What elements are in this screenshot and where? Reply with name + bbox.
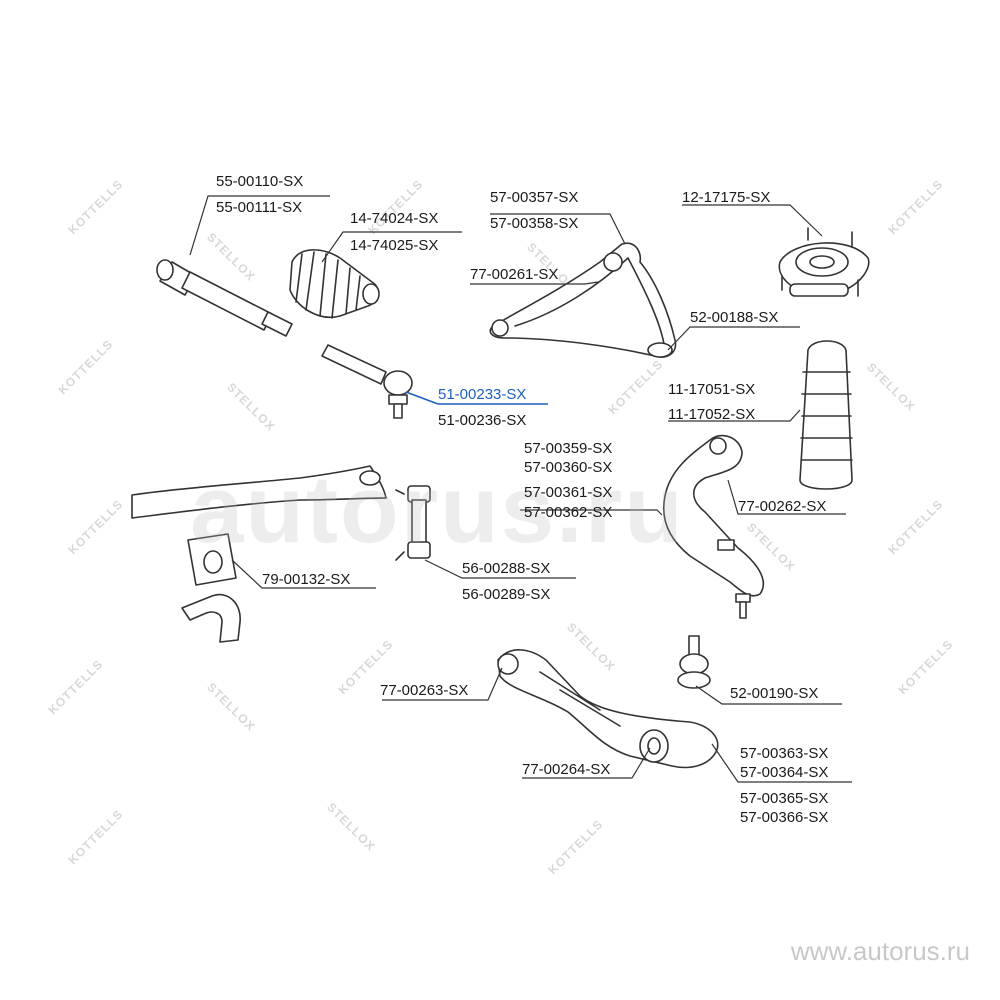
leader-line [231, 559, 376, 589]
leader-line [520, 509, 663, 516]
leader-line [682, 204, 823, 237]
part-code-label[interactable]: 57-00362-SX [524, 504, 613, 521]
stabilizer-bushing-drawing [181, 533, 241, 643]
inner-tie-rod-drawing [156, 259, 293, 337]
part-code-label[interactable]: 57-00363-SX [740, 745, 829, 762]
part-code-label-highlighted[interactable]: 51-00233-SX [438, 386, 527, 403]
leader-line [695, 685, 842, 705]
part-code-label[interactable]: 57-00365-SX [740, 790, 829, 807]
part-code-label[interactable]: 55-00111-SX [216, 199, 303, 216]
part-code-label[interactable]: 57-00360-SX [524, 459, 613, 476]
part-code-label[interactable]: 57-00357-SX [490, 189, 579, 206]
part-code-label[interactable]: 77-00264-SX [522, 761, 611, 778]
part-code-label[interactable]: 11-17051-SX [668, 381, 756, 398]
part-code-label[interactable]: 52-00188-SX [690, 309, 779, 326]
footer-url: www.autorus.ru [790, 936, 970, 966]
leader-line [668, 409, 801, 422]
leader-line [711, 743, 852, 783]
part-code-label[interactable]: 57-00361-SX [524, 484, 613, 501]
part-code-label[interactable]: 52-00190-SX [730, 685, 819, 702]
part-code-label[interactable]: 14-74025-SX [350, 237, 439, 254]
leader-line-highlighted [405, 391, 548, 405]
leader-line [490, 213, 626, 245]
strut-boot-drawing [799, 340, 853, 490]
part-code-label[interactable]: 57-00366-SX [740, 809, 829, 826]
lower-ball-joint-drawing [677, 635, 711, 689]
part-code-label[interactable]: 57-00359-SX [524, 440, 613, 457]
tension-rod-drawing [663, 434, 765, 619]
leader-line [667, 326, 800, 351]
part-code-label[interactable]: 57-00358-SX [490, 215, 579, 232]
leader-line [189, 195, 330, 256]
part-code-label[interactable]: 14-74024-SX [350, 210, 439, 227]
part-code-label[interactable]: 56-00289-SX [462, 586, 551, 603]
upper-arm-drawing [489, 242, 677, 358]
leader-line [321, 231, 462, 263]
lower-arm-drawing [497, 649, 719, 769]
part-code-label[interactable]: 77-00261-SX [470, 266, 559, 283]
part-code-label[interactable]: 11-17052-SX [668, 406, 756, 423]
part-code-label[interactable]: 56-00288-SX [462, 560, 551, 577]
part-code-label[interactable]: 77-00263-SX [380, 682, 469, 699]
leader-line [424, 559, 576, 579]
leader-line [522, 747, 651, 779]
part-code-label[interactable]: 77-00262-SX [738, 498, 827, 515]
leader-line [382, 667, 503, 701]
strut-mount-drawing [778, 227, 870, 297]
part-code-label[interactable]: 12-17175-SX [682, 189, 771, 206]
site-watermark: autorus.ru [190, 456, 685, 563]
part-code-label[interactable]: 55-00110-SX [216, 173, 304, 190]
part-code-label[interactable]: 57-00364-SX [740, 764, 829, 781]
part-code-label[interactable]: 51-00236-SX [438, 412, 527, 429]
leader-line [727, 479, 846, 515]
stabilizer-link-drawing [395, 485, 431, 561]
steering-boot-drawing [289, 249, 380, 319]
tie-rod-end-drawing [321, 344, 413, 419]
stabilizer-bar-drawing [131, 465, 387, 519]
part-code-label[interactable]: 79-00132-SX [262, 571, 351, 588]
leader-line [470, 281, 599, 285]
